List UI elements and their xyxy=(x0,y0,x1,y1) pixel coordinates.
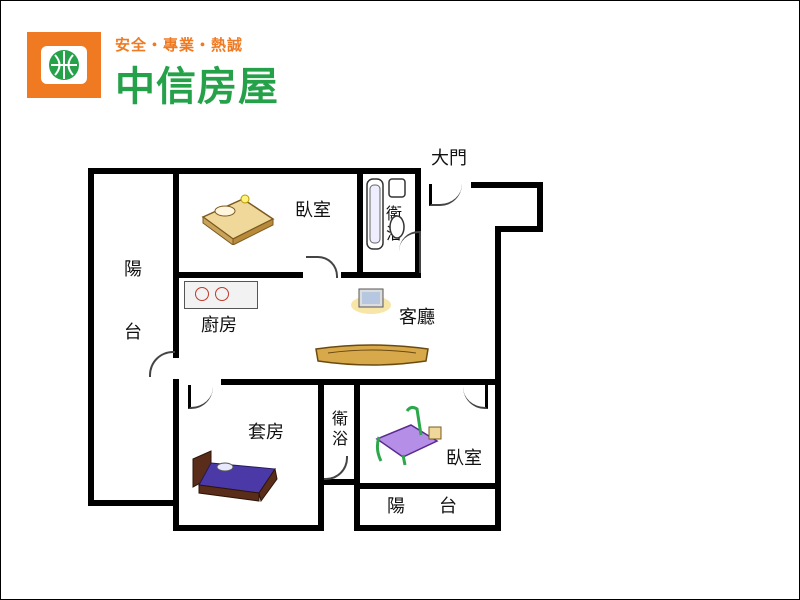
wall xyxy=(357,168,363,278)
bunk-bed-icon xyxy=(375,405,442,466)
logo-slogan: 安全・專業・熱誠 xyxy=(115,36,244,54)
label-balcony-bottom: 陽台 xyxy=(387,496,491,517)
wall xyxy=(173,168,179,358)
wall xyxy=(415,168,421,278)
wall xyxy=(173,525,323,531)
stove-icon xyxy=(184,281,258,309)
wall xyxy=(354,483,501,489)
label-master-suite: 套房 xyxy=(248,422,284,443)
label-bath-bottom: 衛浴 xyxy=(331,409,348,448)
wall xyxy=(357,168,421,174)
wall xyxy=(318,379,324,531)
sofa-icon xyxy=(315,344,429,366)
wall xyxy=(88,168,373,174)
wall xyxy=(354,525,501,531)
door-arc xyxy=(149,351,175,377)
wall xyxy=(354,379,360,531)
tv-icon xyxy=(351,288,391,314)
burner-icon xyxy=(215,287,229,301)
wall xyxy=(471,182,543,188)
wall xyxy=(495,226,501,531)
door-arc xyxy=(188,385,213,409)
wall xyxy=(221,379,501,385)
door-arc xyxy=(399,231,421,273)
wall xyxy=(173,379,179,531)
wall xyxy=(88,500,178,506)
wall xyxy=(88,168,94,506)
globe-icon xyxy=(27,32,101,98)
bed-icon xyxy=(192,450,278,503)
label-living: 客廳 xyxy=(399,307,435,328)
label-entrance: 大門 xyxy=(431,148,467,169)
bed-icon xyxy=(201,194,275,245)
label-bedroom-top: 臥室 xyxy=(295,200,331,221)
wall xyxy=(173,272,303,278)
burner-icon xyxy=(195,287,209,301)
logo-mark xyxy=(27,32,101,98)
wall xyxy=(341,272,421,278)
wall xyxy=(318,479,360,485)
entrance-door xyxy=(429,184,462,206)
door-arc xyxy=(463,385,488,409)
label-balcony-left: 陽台 xyxy=(124,259,142,343)
label-bedroom-bottom: 臥室 xyxy=(446,448,482,469)
logo-brand: 中信房屋 xyxy=(115,64,279,110)
door-arc xyxy=(324,456,348,480)
wall xyxy=(537,182,543,232)
door-arc xyxy=(306,256,338,278)
label-kitchen: 廚房 xyxy=(201,315,237,336)
wall xyxy=(495,226,543,232)
bathtub-icon xyxy=(366,178,406,250)
